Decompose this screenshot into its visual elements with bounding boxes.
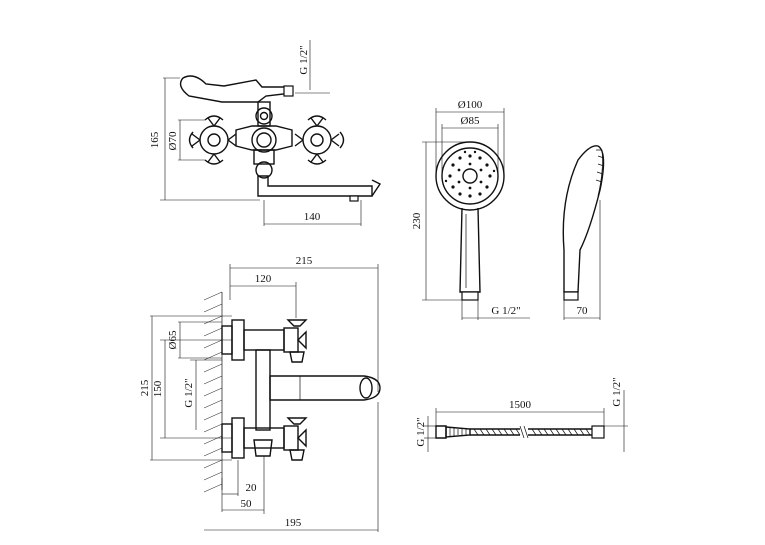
front-width-total-label: 215 xyxy=(296,255,313,267)
shower-side-dimensions xyxy=(563,200,601,320)
top-height-label: 165 xyxy=(149,131,161,148)
front-height-centers-label: 150 xyxy=(152,380,164,397)
front-spout-195-label: 195 xyxy=(285,517,302,529)
shower-nozzles xyxy=(444,150,496,198)
faucet-side-dimensions xyxy=(160,40,362,226)
front-diameter-label: Ø65 xyxy=(167,330,179,349)
front-offset-20-label: 20 xyxy=(246,482,258,494)
front-offset-50-label: 50 xyxy=(241,498,253,510)
shower-head-dimensions xyxy=(422,108,530,320)
faucet-top-dimensions xyxy=(150,264,379,532)
wall-hatch xyxy=(203,291,223,493)
hose-dimensions xyxy=(424,390,628,452)
shower-head-side xyxy=(562,145,605,301)
shower-head-front xyxy=(435,141,505,301)
top-spout-reach-label: 140 xyxy=(304,211,321,223)
shower-hose xyxy=(435,425,605,439)
right-cross-handle xyxy=(294,115,345,165)
upper-cross-handle xyxy=(286,319,308,363)
lower-cross-handle xyxy=(286,417,308,461)
head-depth-label: 70 xyxy=(577,305,589,317)
head-outer-dia-label: Ø100 xyxy=(458,99,483,111)
head-thread-label: G 1/2" xyxy=(491,305,520,317)
faucet-side-view xyxy=(179,75,382,202)
head-length-label: 230 xyxy=(411,212,423,229)
front-height-total-label: 215 xyxy=(139,379,151,396)
faucet-top-view xyxy=(203,291,381,493)
top-thread-label: G 1/2" xyxy=(298,45,310,74)
left-cross-handle xyxy=(188,115,237,165)
top-diameter-label: Ø70 xyxy=(167,131,179,150)
hose-thread-right-label: G 1/2" xyxy=(611,377,623,406)
hose-length-label: 1500 xyxy=(509,399,532,411)
hose-thread-left-label: G 1/2" xyxy=(415,417,427,446)
front-width-handle-label: 120 xyxy=(255,273,272,285)
front-thread-label: G 1/2" xyxy=(183,378,195,407)
head-inner-dia-label: Ø85 xyxy=(461,115,480,127)
